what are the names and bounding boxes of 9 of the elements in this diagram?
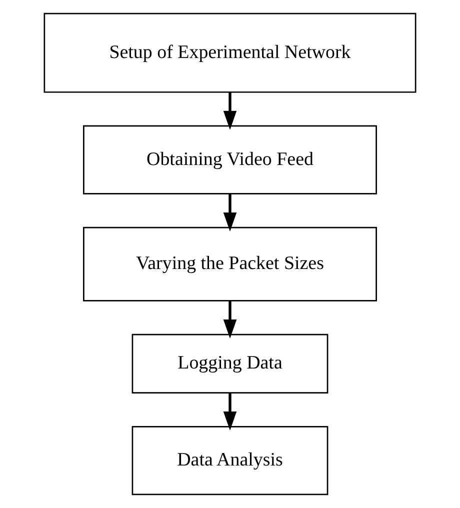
node-box: Data Analysis <box>132 426 328 496</box>
node-box: Logging Data <box>132 334 328 394</box>
arrow <box>223 301 237 339</box>
node-box: Obtaining Video Feed <box>83 125 377 194</box>
arrow <box>223 393 237 430</box>
node-box: Varying the Packet Sizes <box>83 226 377 302</box>
arrow <box>223 194 237 232</box>
node-box: Setup of Experimental Network <box>44 12 416 93</box>
arrow <box>223 92 237 130</box>
